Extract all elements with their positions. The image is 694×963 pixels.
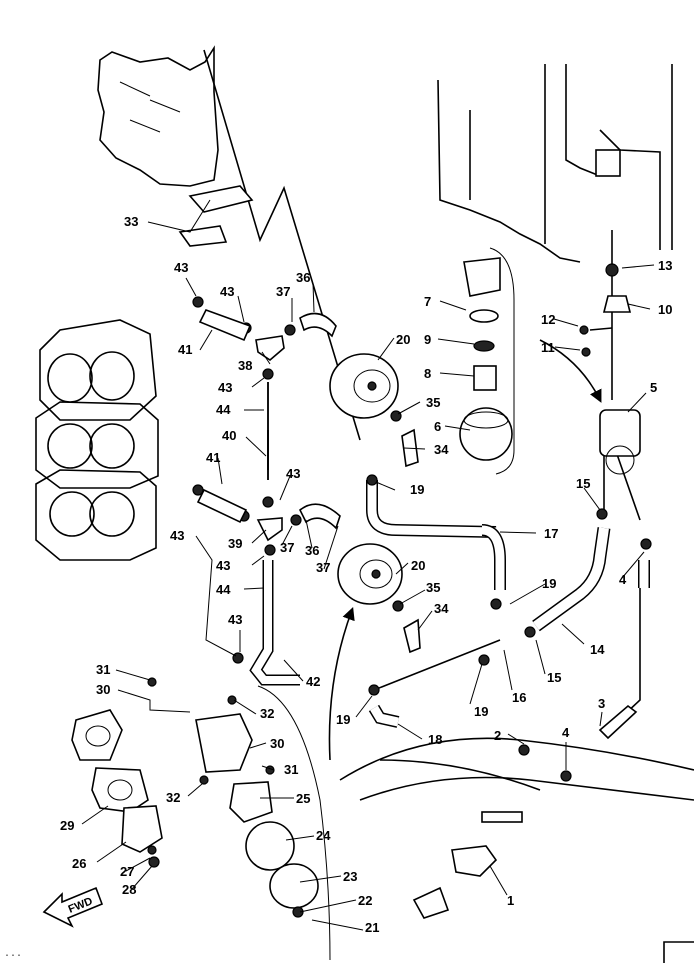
pump-group-bracket [257, 685, 331, 961]
callout-34: 34 [434, 442, 449, 457]
fuel-joint-assembly [599, 409, 641, 475]
cylinder-heads-left [35, 319, 159, 561]
callout-1: 1 [507, 893, 514, 908]
callout-30: 30 [96, 682, 110, 697]
callout-2: 2 [494, 728, 501, 743]
callout-37: 37 [316, 560, 330, 575]
callout-39: 39 [228, 536, 242, 551]
callout-43: 43 [228, 612, 242, 627]
callout-43: 43 [170, 528, 184, 543]
callout-28: 28 [122, 882, 136, 897]
callout-labels: 1234456789101112131415151617181919191920… [60, 214, 672, 935]
fuel-hoses [203, 49, 650, 761]
corner-mark [663, 941, 694, 963]
cylinder-block-top-outline [97, 45, 219, 187]
callout-15: 15 [547, 670, 561, 685]
callout-22: 22 [358, 893, 372, 908]
callout-16: 16 [512, 690, 526, 705]
callout-12: 12 [541, 312, 555, 327]
callout-36: 36 [296, 270, 310, 285]
callout-43: 43 [220, 284, 234, 299]
callout-35: 35 [426, 395, 440, 410]
callout-27: 27 [120, 864, 134, 879]
callout-14: 14 [590, 642, 605, 657]
callout-4: 4 [619, 572, 627, 587]
callout-9: 9 [424, 332, 431, 347]
callout-37: 37 [276, 284, 290, 299]
fuel-connector [412, 845, 498, 919]
callout-17: 17 [544, 526, 558, 541]
callout-32: 32 [166, 790, 180, 805]
callout-35: 35 [426, 580, 440, 595]
callout-26: 26 [72, 856, 86, 871]
callout-40: 40 [222, 428, 236, 443]
callout-44: 44 [216, 582, 231, 597]
callout-43: 43 [218, 380, 232, 395]
fwd-arrow-icon: FWD [42, 886, 104, 928]
callout-20: 20 [396, 332, 410, 347]
filter-group-bracket [489, 247, 515, 475]
callout-29: 29 [60, 818, 74, 833]
callout-23: 23 [343, 869, 357, 884]
callout-31: 31 [284, 762, 298, 777]
callout-34: 34 [434, 601, 449, 616]
callout-43: 43 [174, 260, 188, 275]
pump-rebuild-parts [71, 709, 319, 918]
callout-24: 24 [316, 828, 331, 843]
callout-15: 15 [576, 476, 590, 491]
callout-21: 21 [365, 920, 379, 935]
callout-41: 41 [206, 450, 220, 465]
callout-31: 31 [96, 662, 110, 677]
hose-clamps [147, 185, 652, 868]
callout-25: 25 [296, 791, 310, 806]
fuel-pump-lower [337, 543, 403, 605]
callout-6: 6 [434, 419, 441, 434]
callout-4: 4 [562, 725, 570, 740]
callout-43: 43 [216, 558, 230, 573]
callout-11: 11 [541, 340, 555, 355]
fuel-pump-upper [329, 353, 399, 419]
callout-42: 42 [306, 674, 320, 689]
callout-18: 18 [428, 732, 442, 747]
lower-cowling-outline [339, 737, 694, 823]
callout-leaders [81, 199, 655, 931]
powerhead-outline-right [437, 64, 673, 263]
callout-38: 38 [238, 358, 252, 373]
callout-36: 36 [305, 543, 319, 558]
fuel-filter-assembly [459, 257, 513, 461]
callout-7: 7 [424, 294, 431, 309]
callout-3: 3 [598, 696, 605, 711]
callout-19: 19 [474, 704, 488, 719]
callout-5: 5 [650, 380, 657, 395]
callout-19: 19 [410, 482, 424, 497]
callout-33: 33 [124, 214, 138, 229]
callout-10: 10 [658, 302, 672, 317]
callout-41: 41 [178, 342, 192, 357]
callout-19: 19 [336, 712, 350, 727]
callout-19: 19 [542, 576, 556, 591]
callout-44: 44 [216, 402, 231, 417]
callout-32: 32 [260, 706, 274, 721]
callout-8: 8 [424, 366, 431, 381]
footer-caption: ... [4, 949, 22, 960]
callout-37: 37 [280, 540, 294, 555]
callout-43: 43 [286, 466, 300, 481]
callout-30: 30 [270, 736, 284, 751]
callout-20: 20 [411, 558, 425, 573]
callout-13: 13 [658, 258, 672, 273]
